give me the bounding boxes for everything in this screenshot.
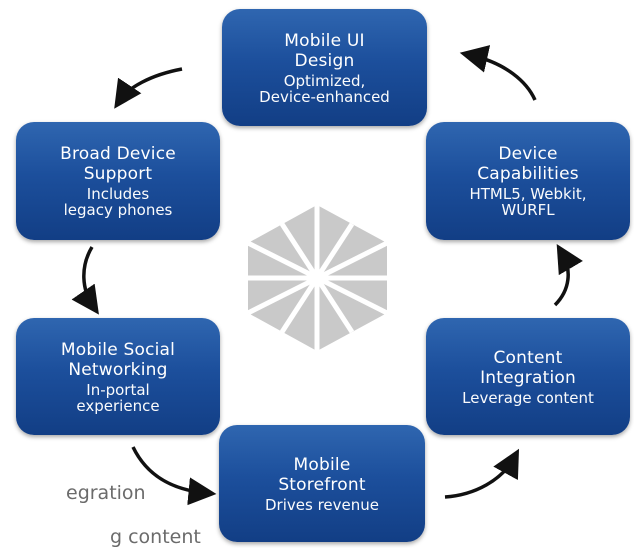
- node-subtitle: HTML5, Webkit, WURFL: [469, 185, 587, 219]
- node-title: Device Capabilities: [477, 144, 579, 184]
- node-title: Broad Device Support: [60, 144, 176, 184]
- node-subtitle: In-portal experience: [76, 380, 160, 415]
- arrow-device-to-ui: [459, 45, 537, 101]
- arrow-content-to-device: [553, 243, 583, 307]
- hexagon-logo-icon: [246, 205, 389, 351]
- arrow-broad-to-social: [71, 246, 99, 315]
- node-title: Mobile UI Design: [284, 30, 365, 71]
- arrow-store-to-content: [444, 448, 520, 499]
- node-subtitle: Optimized, Device-enhanced: [259, 71, 390, 106]
- node-content-integration: Content Integration Leverage content: [426, 318, 630, 435]
- node-subtitle: Includes legacy phones: [63, 185, 173, 219]
- node-mobile-storefront: Mobile Storefront Drives revenue: [219, 425, 425, 542]
- node-broad-device-support: Broad Device Support Includes legacy pho…: [16, 122, 220, 240]
- arrow-social-to-store: [131, 446, 217, 506]
- node-device-capabilities: Device Capabilities HTML5, Webkit, WURFL: [426, 122, 630, 240]
- node-title: Content Integration: [480, 347, 576, 388]
- node-title: Mobile Social Networking: [60, 339, 176, 380]
- node-title: Mobile Storefront: [278, 454, 366, 495]
- arrow-ui-to-broad: [114, 67, 183, 109]
- node-subtitle: Leverage content: [462, 388, 594, 407]
- background-text-integration: egration: [66, 482, 146, 504]
- node-mobile-ui-design: Mobile UI Design Optimized, Device-enhan…: [222, 9, 427, 126]
- background-text-content: g content: [110, 526, 201, 548]
- node-mobile-social-networking: Mobile Social Networking In-portal exper…: [16, 318, 220, 435]
- node-subtitle: Drives revenue: [265, 495, 379, 514]
